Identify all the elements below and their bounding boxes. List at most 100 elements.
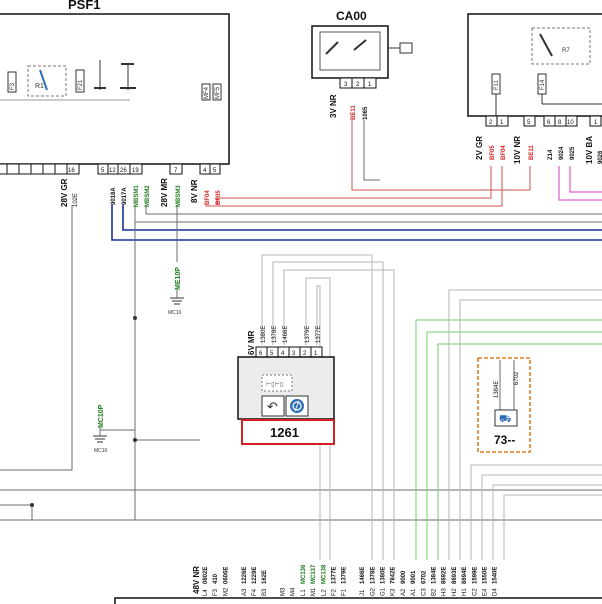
psf1-pin-26: 26	[120, 168, 127, 174]
psf1-pin-7-label: 7	[174, 168, 178, 174]
wire-right-1	[448, 289, 602, 560]
psf1-label-mf5: MF5	[215, 86, 221, 99]
psf1-wire-mbsm2: MBSM2	[145, 185, 151, 207]
wire-right-3	[470, 464, 602, 560]
wire-1261-b	[272, 261, 384, 560]
right-wire-bf05: BF05	[490, 145, 496, 160]
psf1-pin-7	[169, 163, 183, 175]
bottom-wire-label: MC137	[311, 564, 317, 584]
wire-9018a	[111, 205, 602, 241]
psf1-conn-28v-gr: 28V GR	[60, 178, 69, 207]
right-relay-box	[531, 27, 591, 65]
right-pin-ba-1	[589, 115, 602, 127]
bottom-pin-label: L1	[301, 589, 307, 596]
psf1-wire-bf05: BF05	[216, 190, 222, 205]
bottom-wire-label: MC136	[301, 564, 307, 584]
psf1-wire-mbsm1: MBSM1	[134, 185, 140, 207]
mc10p-sub: MC10	[94, 448, 108, 454]
m73-wire-1384e: 1384E	[494, 381, 500, 398]
m1261-wire-1379e: 1379E	[305, 326, 311, 343]
psf1-label-f3: F3	[10, 82, 16, 90]
junction-dot-1	[133, 316, 137, 320]
m73-label: 73--	[494, 433, 515, 447]
bottom-pin-row: L40802EF3410M20606EA31226EF41229EB3162EM…	[203, 564, 499, 596]
bottom-pin-label: L2	[321, 589, 327, 596]
right-pin-ba-1-label: 1	[594, 120, 598, 126]
m1261-wire-1380e: 1380E	[261, 326, 267, 343]
right-conn-2v-gr: 2V GR	[475, 136, 484, 160]
bottom-pin-label: A2	[401, 588, 407, 596]
psf1-left-pin-strip	[0, 163, 68, 175]
bottom-wire-label: 0606E	[223, 567, 229, 584]
psf1-pin-16	[66, 163, 80, 175]
right-wire-bf04: BF04	[501, 145, 507, 160]
bottom-wire-label: 1550E	[482, 567, 488, 584]
right-pin-10	[565, 115, 578, 127]
m1261-internal-glyph: ⊢▯⊢▯	[266, 381, 283, 388]
module-1261: 6V MR 1380E 1378E 1466E 1379E 1377E 6 5 …	[237, 326, 335, 445]
right-pin-10-label: 10	[567, 120, 574, 126]
m1261-pin-3: 3	[292, 351, 296, 357]
psf1-fuse-f21	[75, 69, 85, 93]
psf1-title: PSF1	[68, 0, 101, 12]
bottom-pin-label: M4	[291, 587, 297, 596]
call-icon-glyph: ↶	[267, 399, 278, 414]
bottom-pin-label: C3	[421, 588, 427, 596]
right-wire-9026: 9026	[598, 150, 602, 164]
right-module-box	[467, 13, 602, 117]
psf1-wire-9018a: 9018A	[111, 187, 117, 205]
right-label-f11: F11	[494, 79, 500, 90]
ca00-module: CA00 3 2 1 3V NR BE11 1065	[311, 9, 413, 120]
bottom-pin-label: M2	[223, 587, 229, 596]
wire-bf04-psf	[205, 166, 503, 207]
psf1-pin-19: 19	[132, 168, 139, 174]
psf1-fuse-mf5	[212, 83, 222, 101]
bottom-wire-label: 1380E	[380, 567, 386, 584]
bottom-pin-label: H3	[442, 588, 448, 596]
ca00-pin-1-label: 1	[368, 82, 372, 88]
bottom-wire-label: 8692E	[442, 567, 448, 584]
right-label-f14: F14	[540, 79, 546, 90]
car-icon-glyph: ⛟	[499, 414, 512, 425]
psf1-conn-28v-mr: 28V MR	[160, 178, 169, 207]
psf1-pin-4-label: 4	[203, 168, 207, 174]
m73-wire-6702: 6702	[514, 371, 520, 385]
right-wire-9025: 9025	[570, 146, 576, 160]
psf1-wire-9017a: 9017A	[122, 187, 128, 205]
bottom-wire-label: 1599E	[472, 567, 478, 584]
bottom-pin-label: J1	[360, 589, 366, 596]
m1261-pins: 6 5 4 3 2 1	[255, 346, 323, 358]
bottom-pin-label: H2	[452, 588, 458, 596]
wire-right-2	[459, 299, 602, 560]
m1261-pin-4: 4	[281, 351, 285, 357]
bottom-wire-label: 1377E	[332, 567, 338, 584]
bottom-pin-label: F3	[213, 588, 219, 596]
wire-9025	[569, 166, 602, 193]
bottom-wire-label: 1379E	[342, 567, 348, 584]
bottom-pin-label: F1	[342, 588, 348, 596]
psf1-wire-102e: 102E	[73, 193, 79, 207]
m1261-pin-6: 6	[259, 351, 263, 357]
wire-right-5	[492, 484, 602, 560]
m1261-wire-1377e: 1377E	[316, 326, 322, 343]
right-wire-z14: Z14	[548, 149, 554, 160]
bottom-pin-label: B3	[262, 588, 268, 596]
bottom-pin-label: G2	[370, 587, 376, 596]
bottom-wire-label: 9001	[411, 570, 417, 584]
me10p-label: ME10P	[175, 267, 182, 290]
me10p-sub: MC10	[168, 310, 182, 316]
ca00-pin-1	[363, 77, 377, 89]
psf1-wire-bf04: BF04	[205, 190, 211, 205]
bottom-pin-label: M3	[281, 587, 287, 596]
bottom-pin-label: D4	[493, 588, 499, 596]
wire-be11	[351, 120, 531, 191]
ca00-connector: 3V NR	[329, 94, 338, 118]
ca00-pin-2-label: 2	[356, 82, 360, 88]
bottom-pin-label: K3	[391, 588, 397, 596]
bottom-wire-label: 6702	[421, 570, 427, 584]
psf1-group1-pins: 5 12 26 19	[97, 163, 143, 175]
call-icon	[261, 395, 285, 417]
wire-9017a	[122, 205, 602, 231]
psf1-pin-12: 12	[109, 168, 116, 174]
